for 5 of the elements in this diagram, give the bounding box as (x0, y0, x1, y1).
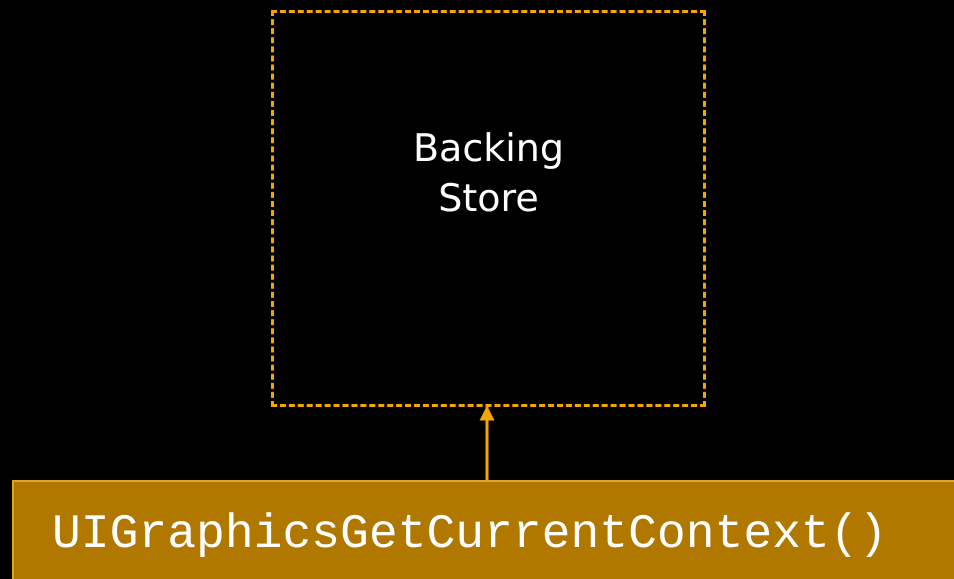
function-name: UIGraphicsGetCurrentContext() (52, 508, 888, 562)
arrow (480, 406, 494, 480)
box-label: Backing Store (412, 125, 566, 222)
dashed-box (271, 10, 706, 407)
function-box (12, 480, 954, 579)
